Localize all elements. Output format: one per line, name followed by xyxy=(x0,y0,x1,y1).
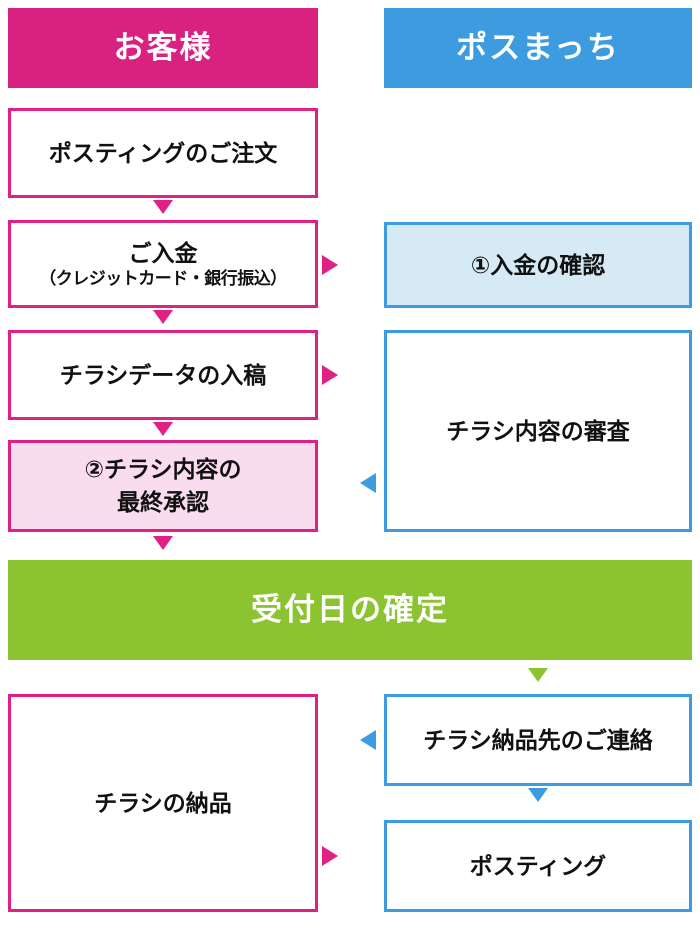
step-posting: ポスティング xyxy=(384,820,692,912)
column-header-company-label: ポスまっち xyxy=(456,29,620,65)
step-content-review-label: チラシ内容の審査 xyxy=(446,417,630,444)
arrow-delivery-to-posting-icon xyxy=(322,846,338,866)
step-data-submission: チラシデータの入稿 xyxy=(8,330,318,420)
milestone-reception-date-label: 受付日の確定 xyxy=(251,591,449,627)
arrow-payment-to-data-icon xyxy=(153,310,173,324)
step-delivery-contact-label: チラシ納品先のご連絡 xyxy=(423,726,653,753)
column-header-company: ポスまっち xyxy=(384,8,692,88)
step-order: ポスティングのご注文 xyxy=(8,108,318,198)
step-payment-confirmation: ①入金の確認 xyxy=(384,222,692,308)
arrow-payment-to-confirmation-icon xyxy=(322,255,338,275)
arrow-review-to-approval-icon xyxy=(360,473,376,493)
step-payment: ご入金 （クレジットカード・銀行振込） xyxy=(8,220,318,308)
column-header-customer: お客様 xyxy=(8,8,318,88)
step-data-submission-label: チラシデータの入稿 xyxy=(59,361,267,388)
arrow-approval-to-milestone-icon xyxy=(153,536,173,550)
arrow-order-to-payment-icon xyxy=(153,200,173,214)
milestone-reception-date: 受付日の確定 xyxy=(8,560,692,660)
step-payment-label: ご入金 xyxy=(128,239,198,266)
arrow-contact-to-delivery-icon xyxy=(360,730,376,750)
arrow-data-to-approval-icon xyxy=(153,422,173,436)
arrow-data-to-review-icon xyxy=(322,365,338,385)
step-payment-sublabel: （クレジットカード・銀行振込） xyxy=(39,269,287,289)
arrow-milestone-to-contact-icon xyxy=(528,668,548,682)
step-final-approval-line1: ②チラシ内容の xyxy=(84,456,242,483)
step-order-label: ポスティングのご注文 xyxy=(48,139,278,166)
step-content-review: チラシ内容の審査 xyxy=(384,330,692,532)
step-payment-confirmation-label: ①入金の確認 xyxy=(470,251,606,278)
step-flyer-delivery: チラシの納品 xyxy=(8,694,318,912)
step-delivery-contact: チラシ納品先のご連絡 xyxy=(384,694,692,786)
step-final-approval: ②チラシ内容の 最終承認 xyxy=(8,440,318,532)
step-flyer-delivery-label: チラシの納品 xyxy=(94,789,232,816)
column-header-customer-label: お客様 xyxy=(113,29,213,65)
arrow-contact-to-posting-icon xyxy=(528,788,548,802)
step-final-approval-line2: 最終承認 xyxy=(117,489,209,515)
step-posting-label: ポスティング xyxy=(469,852,607,879)
